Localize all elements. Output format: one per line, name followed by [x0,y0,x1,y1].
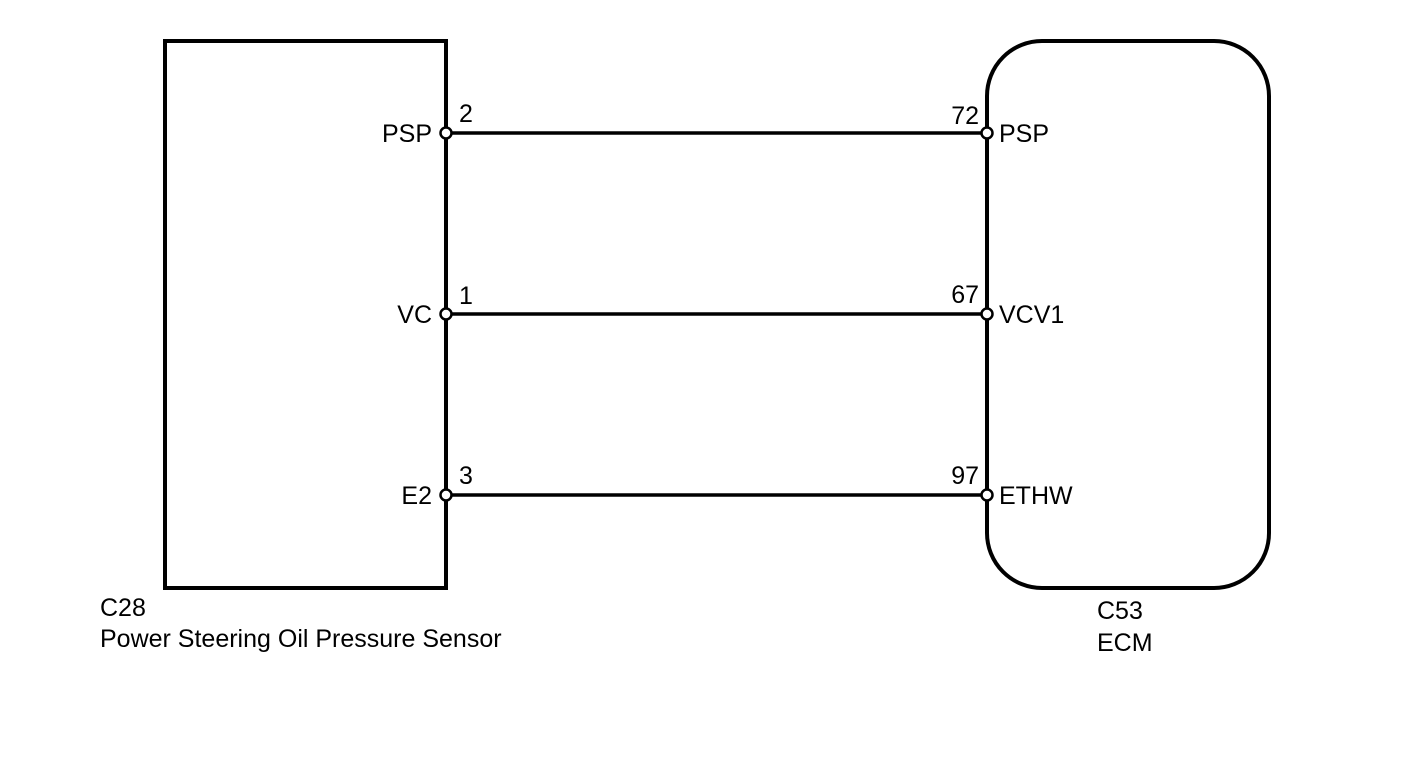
sensor-pin-number: 2 [459,100,473,128]
ecm-terminal-label: VCV1 [999,301,1064,329]
sensor-pin-terminal [439,126,453,140]
ecm-terminal-label: PSP [999,120,1049,148]
sensor-terminal-label: E2 [401,482,432,510]
sensor-pin-number: 1 [459,282,473,310]
wire-vc: VC 1 67 VCV1 [397,281,1064,329]
ecm-pin-terminal [980,126,994,140]
sensor-connector-code: C28 [100,594,146,622]
ecm-pin-number: 97 [951,462,979,490]
sensor-pin-number: 3 [459,462,473,490]
ecm-name: ECM [1097,629,1153,657]
ecm-terminal-label: ETHW [999,482,1073,510]
sensor-terminal-label: PSP [382,120,432,148]
wire-e2: E2 3 97 ETHW [401,462,1073,510]
sensor-terminal-label: VC [397,301,432,329]
ecm-pin-number: 67 [951,281,979,309]
sensor-name: Power Steering Oil Pressure Sensor [100,625,502,653]
ecm-pin-number: 72 [951,102,979,130]
sensor-pin-terminal [439,307,453,321]
sensor-pin-terminal [439,488,453,502]
ecm-connector-code: C53 [1097,597,1143,625]
ecm-pin-terminal [980,307,994,321]
ecm-pin-terminal [980,488,994,502]
wire-psp: PSP 2 72 PSP [382,100,1049,148]
